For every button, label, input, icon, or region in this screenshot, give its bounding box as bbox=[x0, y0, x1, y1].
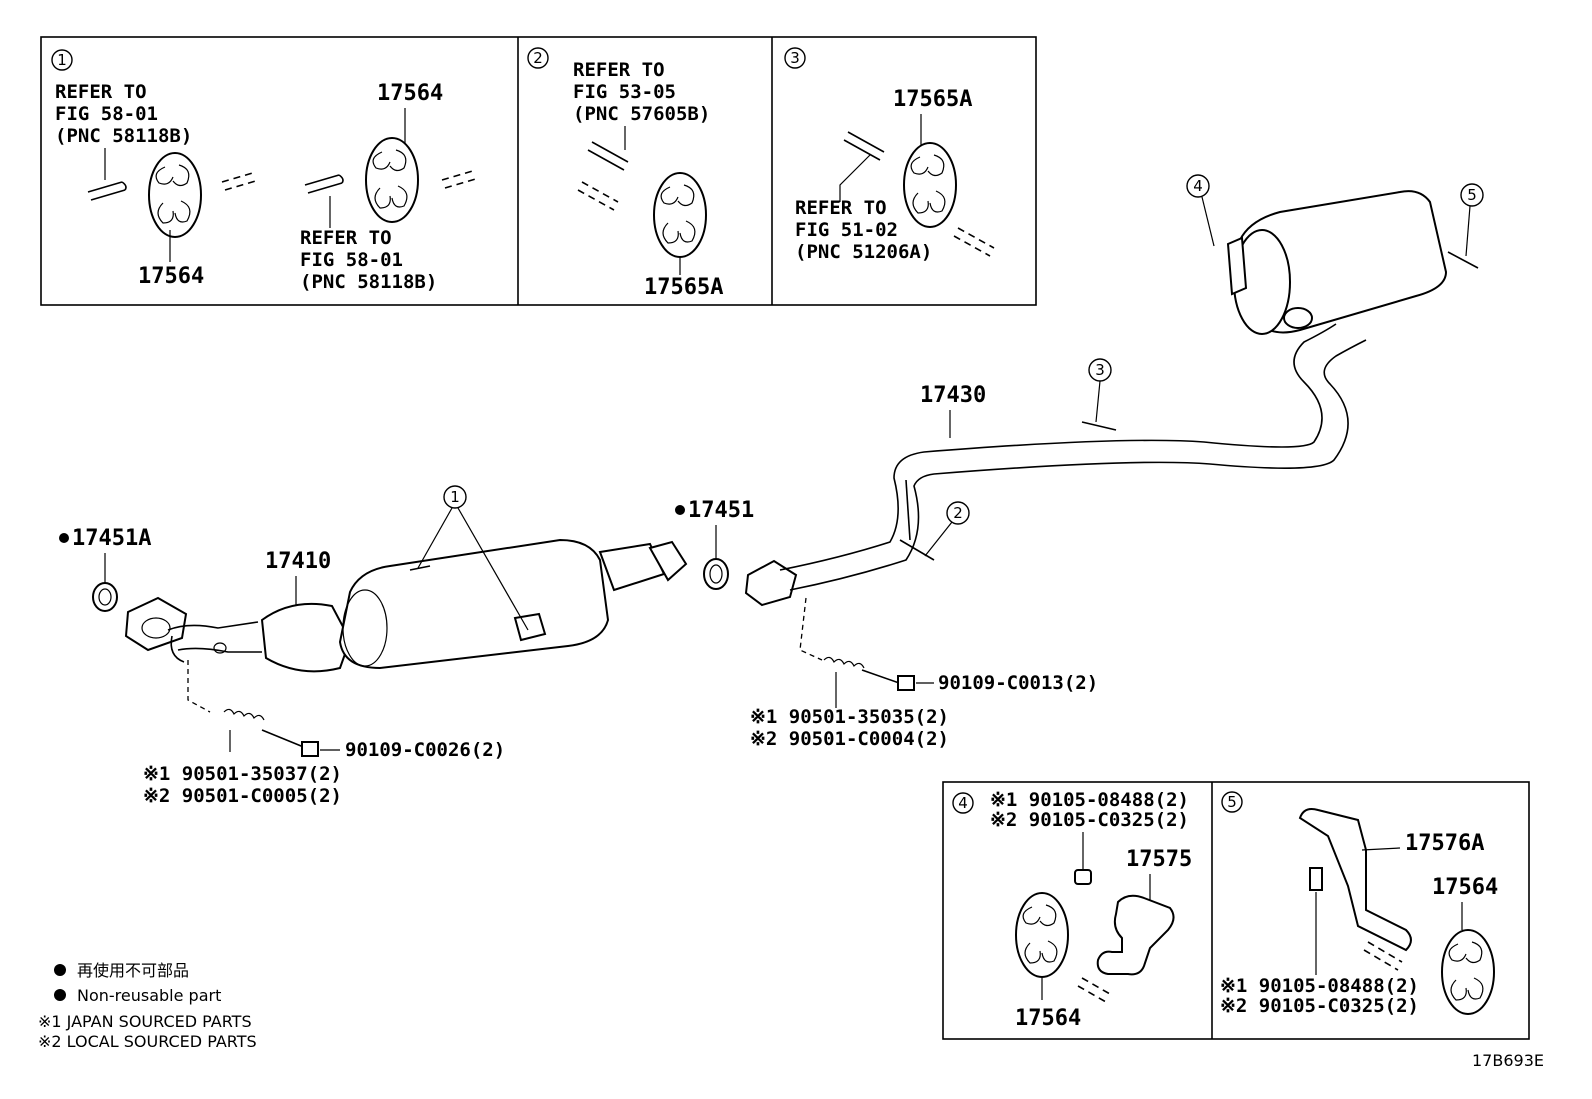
inset-1-part-top: 17564 bbox=[377, 81, 443, 106]
inset-1-refer-line1: REFER TO bbox=[55, 81, 147, 103]
gasket-front-label: 17451A bbox=[72, 526, 151, 551]
callout-4-number: 4 bbox=[1193, 177, 1203, 195]
gasket-17451a: 17451A bbox=[59, 526, 151, 612]
legend-japan-sourced: ※1 JAPAN SOURCED PARTS bbox=[38, 1012, 252, 1031]
gasket-17451: 17451 bbox=[675, 498, 754, 590]
inset-2-number: 2 bbox=[533, 49, 543, 67]
inset-1-part-bottom: 17564 bbox=[138, 264, 204, 289]
bottom-insets-frame bbox=[942, 781, 1530, 1040]
inset-4-number: 4 bbox=[958, 794, 968, 812]
inset-5-part-hanger: 17564 bbox=[1432, 875, 1498, 900]
inset-4-bolt-local: ※2 90105-C0325(2) bbox=[990, 809, 1189, 831]
front-fasteners: 90109-C0026(2) ※1 90501-35037(2) ※2 9050… bbox=[143, 660, 505, 807]
inset-4-bolt-icon bbox=[1074, 869, 1092, 885]
callout-1-number: 1 bbox=[450, 488, 460, 506]
inset-4-bolt-japan: ※1 90105-08488(2) bbox=[990, 789, 1189, 811]
top-insets-frame bbox=[40, 36, 1037, 306]
inset-5-bolt-icon bbox=[1309, 867, 1323, 891]
inset-3-refer-line3: (PNC 51206A) bbox=[795, 241, 932, 263]
inset-1-number: 1 bbox=[57, 51, 67, 69]
callout-5-main: 5 bbox=[1460, 183, 1484, 257]
figure-id: 17B693E bbox=[1472, 1051, 1544, 1070]
inset-4-part-hanger: 17564 bbox=[1015, 1006, 1081, 1031]
inset-1-refer2-line1: REFER TO bbox=[300, 227, 392, 249]
inset-3-refer-line2: FIG 51-02 bbox=[795, 219, 898, 241]
callout-4-main: 4 bbox=[1186, 174, 1215, 247]
inset-5-bolt-japan: ※1 90105-08488(2) bbox=[1220, 975, 1419, 997]
callout-5-number: 5 bbox=[1467, 186, 1477, 204]
front-pipe-label: 17410 bbox=[265, 549, 331, 574]
inset-2-refer-line3: (PNC 57605B) bbox=[573, 103, 710, 125]
legend-non-reusable-jp: 再使用不可部品 bbox=[77, 961, 189, 980]
spring-mid-japan: ※1 90501-35035(2) bbox=[750, 706, 949, 728]
gasket-mid-label: 17451 bbox=[688, 498, 754, 523]
inset-3-refer-line1: REFER TO bbox=[795, 197, 887, 219]
inset-5-bolt-local: ※2 90105-C0325(2) bbox=[1220, 995, 1419, 1017]
callout-3-main: 3 bbox=[1081, 358, 1117, 431]
spring-front-japan: ※1 90501-35037(2) bbox=[143, 763, 342, 785]
bolt-mid-label: 90109-C0013(2) bbox=[938, 672, 1098, 694]
inset-5-part-bracket: 17576A bbox=[1405, 831, 1484, 856]
inset-2-refer-line1: REFER TO bbox=[573, 59, 665, 81]
inset-5: 5 17576A ※1 90105-08488(2) ※2 90105-C032… bbox=[1220, 791, 1498, 1017]
inset-2-part: 17565A bbox=[644, 275, 723, 300]
inset-1-refer2-line2: FIG 58-01 bbox=[300, 249, 403, 271]
inset-5-number: 5 bbox=[1227, 793, 1237, 811]
inset-1-refer2-line3: (PNC 58118B) bbox=[300, 271, 437, 293]
inset-2-refer-line2: FIG 53-05 bbox=[573, 81, 676, 103]
spring-mid-local: ※2 90501-C0004(2) bbox=[750, 728, 949, 750]
inset-1: 1 REFER TO FIG 58-01 (PNC 58118B) 17564 … bbox=[51, 49, 480, 293]
inset-3-number: 3 bbox=[790, 49, 800, 67]
inset-4-bracket-icon bbox=[1096, 894, 1175, 976]
inset-3: 3 17565A REFER TO FIG 51-02 (PNC 51206A) bbox=[784, 47, 995, 263]
spring-front-local: ※2 90501-C0005(2) bbox=[143, 785, 342, 807]
inset-1-refer-line3: (PNC 58118B) bbox=[55, 125, 192, 147]
mid-fasteners: 90109-C0013(2) ※1 90501-35035(2) ※2 9050… bbox=[750, 597, 1098, 750]
inset-4: 4 ※1 90105-08488(2) ※2 90105-C0325(2) 17… bbox=[952, 789, 1192, 1031]
legend-local-sourced: ※2 LOCAL SOURCED PARTS bbox=[38, 1032, 257, 1051]
inset-1-refer-line2: FIG 58-01 bbox=[55, 103, 158, 125]
legend: 再使用不可部品 Non-reusable part ※1 JAPAN SOURC… bbox=[38, 961, 257, 1051]
callout-1-main: 1 bbox=[417, 485, 529, 631]
inset-5-bracket-icon bbox=[1298, 808, 1412, 952]
tail-pipe-label: 17430 bbox=[920, 383, 986, 408]
callout-2-main: 2 bbox=[899, 501, 970, 561]
bolt-front-label: 90109-C0026(2) bbox=[345, 739, 505, 761]
inset-4-part-bracket: 17575 bbox=[1126, 847, 1192, 872]
inset-2: 2 REFER TO FIG 53-05 (PNC 57605B) 17565A bbox=[527, 47, 723, 300]
callout-3-number: 3 bbox=[1095, 361, 1105, 379]
inset-3-part: 17565A bbox=[893, 87, 972, 112]
legend-non-reusable-en: Non-reusable part bbox=[77, 986, 221, 1005]
tail-pipe-17430: 17430 bbox=[744, 190, 1479, 607]
front-pipe-17410: 17410 bbox=[124, 538, 688, 673]
callout-2-number: 2 bbox=[953, 504, 963, 522]
